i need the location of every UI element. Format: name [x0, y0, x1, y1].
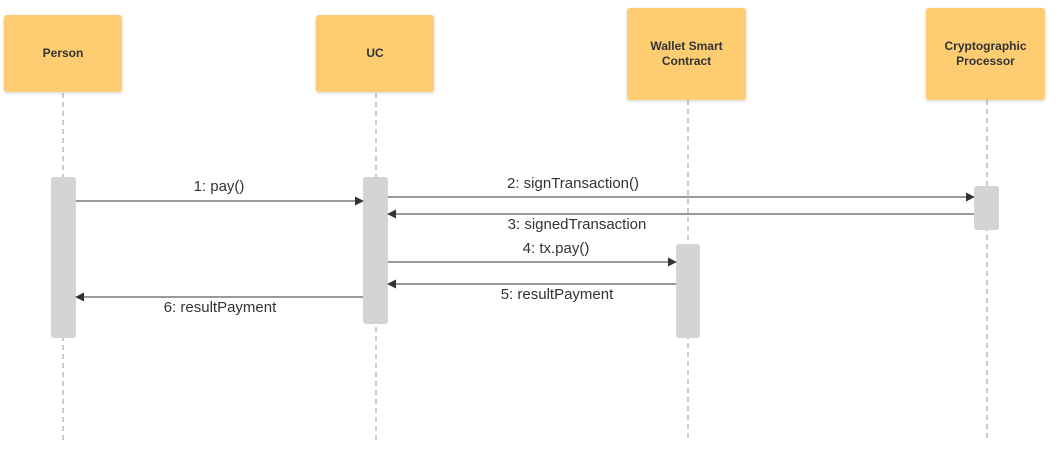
message-label-2: 2: signTransaction(): [507, 175, 639, 192]
actor-label-wallet: Wallet Smart Contract: [650, 39, 723, 68]
activation-crypto: [974, 186, 999, 230]
actor-wallet: Wallet Smart Contract: [627, 8, 746, 100]
actor-label-uc: UC: [366, 46, 384, 60]
message-label-1: 1: pay(): [193, 178, 245, 195]
message-label-4: 4: tx.pay(): [522, 240, 590, 257]
message-label-3: 3: signedTransaction: [507, 216, 647, 233]
activation-wallet: [676, 244, 700, 338]
message-label-5: 5: resultPayment: [500, 286, 614, 303]
activation-person: [51, 177, 76, 338]
message-label-6: 6: resultPayment: [163, 299, 277, 316]
activation-uc: [363, 177, 388, 324]
actor-person: Person: [4, 15, 122, 92]
actor-uc: UC: [316, 15, 434, 92]
actor-label-crypto: Cryptographic Processor: [944, 39, 1027, 68]
actor-crypto: Cryptographic Processor: [926, 8, 1045, 100]
actor-label-person: Person: [42, 46, 84, 60]
